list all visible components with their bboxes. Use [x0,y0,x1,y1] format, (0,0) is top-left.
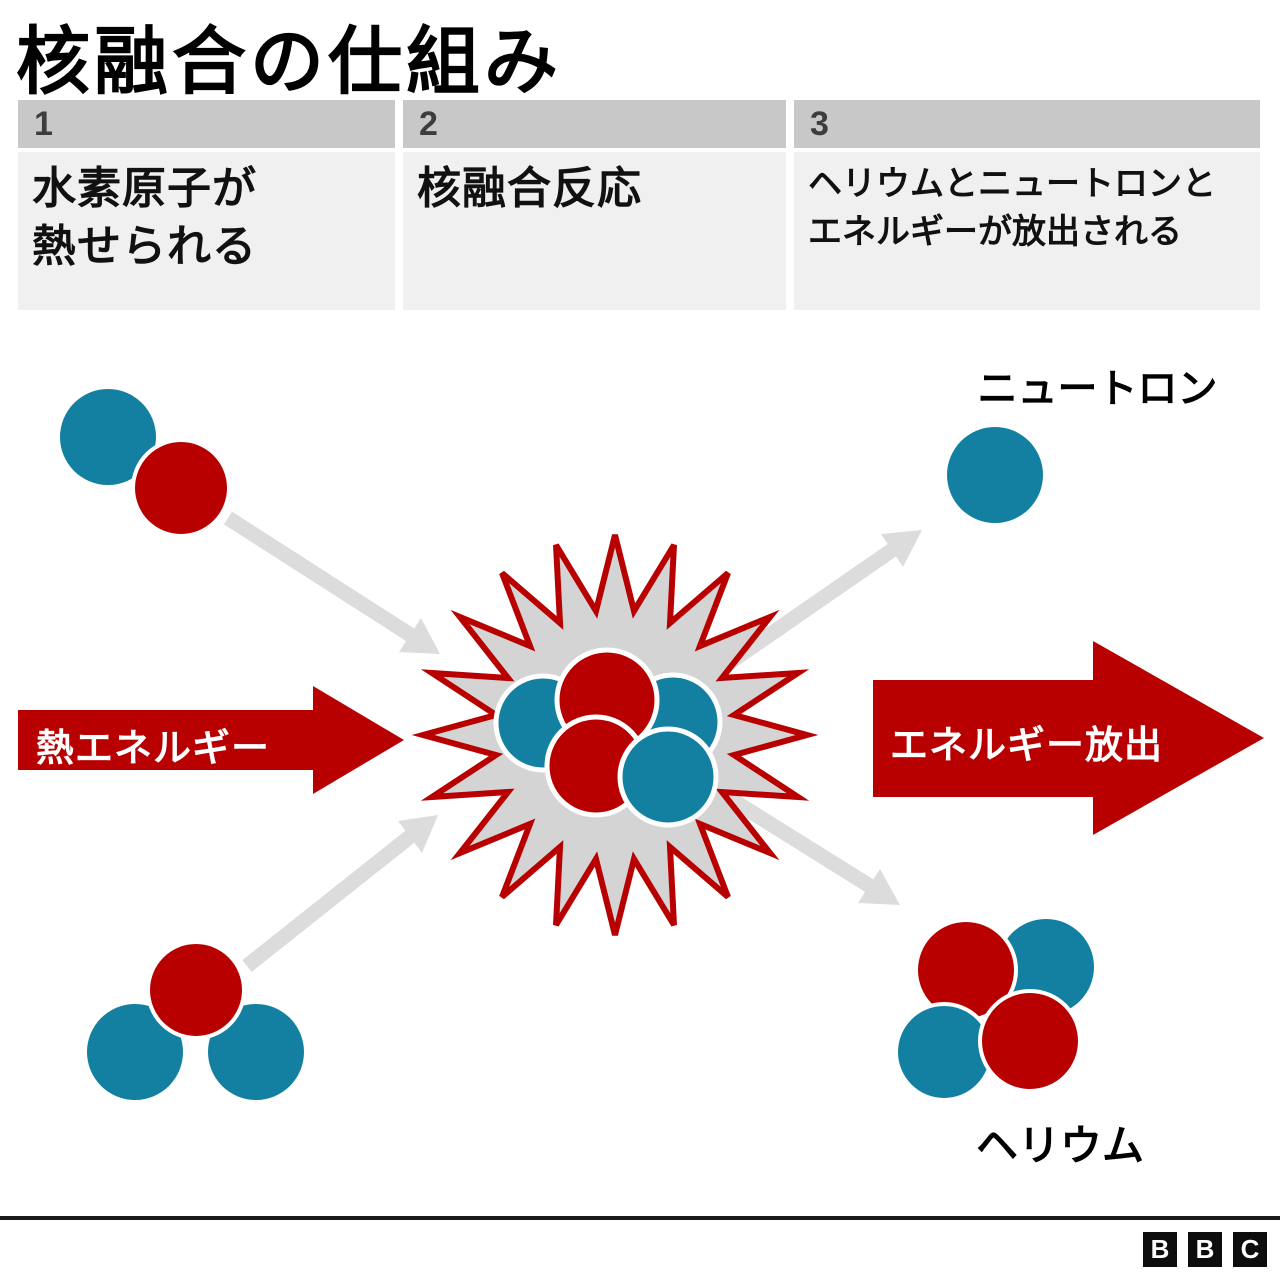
step-3-number: 3 [794,100,1260,148]
footer-divider [0,1216,1280,1220]
steps-header: 1 水素原子が 熱せられる 2 核融合反応 3 ヘリウムとニュートロンと エネル… [18,100,1260,310]
connector-arrow-deuterium-to-burst-icon [223,511,440,654]
bbc-logo-letter-1: B [1143,1232,1177,1267]
step-3-line-1: ヘリウムとニュートロンと [808,165,1216,203]
step-3-text: ヘリウムとニュートロンと エネルギーが放出される [794,152,1260,310]
deuterium-atom-icon [60,389,231,538]
step-1-number: 1 [18,100,395,148]
fusion-nucleus-icon [493,647,723,828]
heat-energy-arrow [18,686,404,794]
step-2: 2 核融合反応 [403,100,786,310]
helium-atom-icon [894,918,1094,1102]
bbc-logo: B B C [1143,1232,1267,1267]
neutron-particle-icon [947,427,1043,523]
neutron-label: ニュートロン [977,367,1218,411]
bbc-logo-letter-2: B [1188,1232,1222,1267]
step-1: 1 水素原子が 熱せられる [18,100,395,310]
bbc-logo-letter-3: C [1233,1232,1267,1267]
step-3: 3 ヘリウムとニュートロンと エネルギーが放出される [794,100,1260,310]
tritium-atom-icon [87,940,304,1100]
step-2-number: 2 [403,100,786,148]
step-1-line-1: 水素原子が [32,164,257,213]
step-2-text: 核融合反応 [403,152,786,310]
helium-label: ヘリウム [975,1122,1144,1169]
energy-release-arrow-label: エネルギー放出 [890,725,1164,767]
step-1-text: 水素原子が 熱せられる [18,152,395,310]
connector-arrow-tritium-to-burst-icon [242,815,438,972]
step-1-line-2: 熱せられる [32,222,257,272]
step-2-line-1: 核融合反応 [417,164,642,213]
step-3-line-2: エネルギーが放出される [808,213,1182,252]
page-title: 核融合の仕組み [16,20,562,103]
energy-release-arrow [873,641,1264,835]
heat-energy-arrow-label: 熱エネルギー [36,728,271,770]
